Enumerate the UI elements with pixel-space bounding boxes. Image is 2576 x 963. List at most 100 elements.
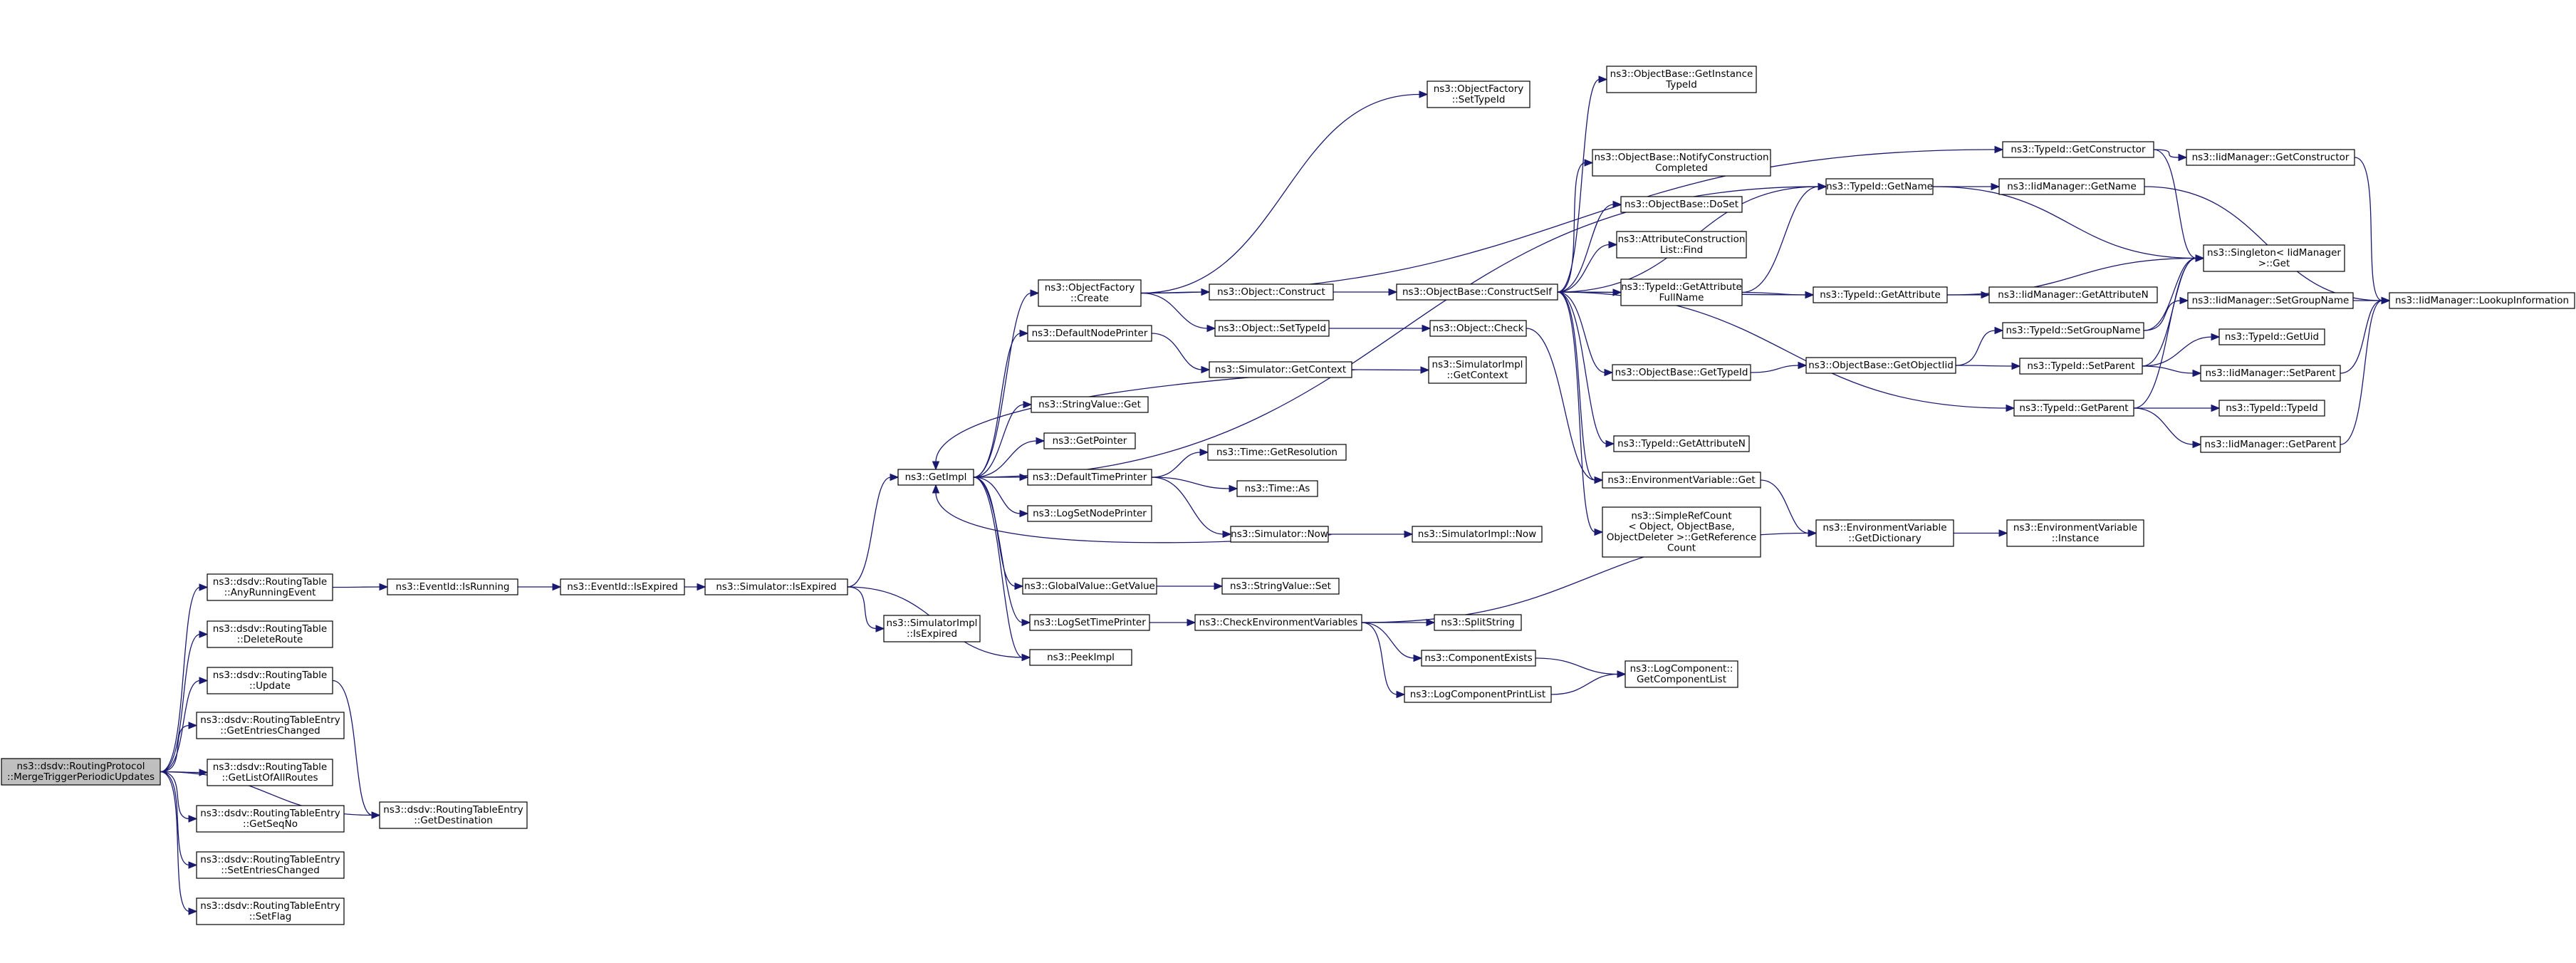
node-box[interactable] — [207, 573, 333, 601]
node-rte-getseqno[interactable]: ns3::dsdv::RoutingTableEntry::GetSeqNo — [196, 805, 345, 833]
node-simimpl-now[interactable]: ns3::SimulatorImpl::Now — [1412, 526, 1543, 543]
node-box[interactable] — [1404, 686, 1552, 703]
node-label[interactable]: ns3::dsdv::RoutingTable — [213, 761, 327, 773]
node-box[interactable] — [1625, 660, 1738, 688]
node-typeid-getattribute[interactable]: ns3::TypeId::GetAttribute — [1813, 286, 1948, 303]
node-sim-now[interactable]: ns3::Simulator::Now — [1230, 526, 1329, 543]
node-defaultnodeprinter[interactable]: ns3::DefaultNodePrinter — [1027, 325, 1152, 342]
node-box[interactable] — [1221, 578, 1340, 595]
node-label[interactable]: ns3::StringValue::Get — [1038, 399, 1141, 410]
node-box[interactable] — [1606, 66, 1757, 93]
node-box[interactable] — [2006, 519, 2144, 547]
node-objfactory-create[interactable]: ns3::ObjectFactory::Create — [1038, 279, 1142, 307]
node-box[interactable] — [1214, 320, 1330, 337]
node-label[interactable]: ns3::EnvironmentVariable — [2013, 522, 2137, 533]
node-typeid-getname[interactable]: ns3::TypeId::GetName — [1825, 178, 1934, 195]
node-eventid-isrunning[interactable]: ns3::EventId::IsRunning — [387, 578, 518, 595]
node-box[interactable] — [196, 712, 345, 739]
node-iidmanager-setgroupname[interactable]: ns3::IidManager::SetGroupName — [2187, 292, 2354, 309]
node-box[interactable] — [196, 805, 345, 833]
node-label[interactable]: ns3::ObjectBase::GetObjectIid — [1808, 360, 1954, 371]
node-rte-getentrieschanged[interactable]: ns3::dsdv::RoutingTableEntry::GetEntries… — [196, 712, 345, 739]
node-label[interactable]: ::SetTypeId — [1452, 94, 1506, 105]
node-globalvalue-getvalue[interactable]: ns3::GlobalValue::GetValue — [1022, 578, 1157, 595]
node-label[interactable]: ns3::dsdv::RoutingTableEntry — [200, 854, 340, 865]
node-label[interactable]: ns3::dsdv::RoutingTableEntry — [200, 714, 340, 726]
node-rt-deleteroute[interactable]: ns3::dsdv::RoutingTable::DeleteRoute — [207, 620, 333, 648]
node-iidmanager-getname[interactable]: ns3::IidManager::GetName — [1998, 178, 2145, 195]
node-box[interactable] — [1602, 506, 1761, 558]
node-label[interactable]: ns3::PeekImpl — [1047, 652, 1115, 663]
node-rte-setentrieschanged[interactable]: ns3::dsdv::RoutingTableEntry::SetEntries… — [196, 851, 345, 879]
node-label[interactable]: ns3::Object::Check — [1433, 323, 1524, 334]
node-label[interactable]: ::MergeTriggerPeriodicUpdates — [7, 771, 155, 783]
node-envvar-instance[interactable]: ns3::EnvironmentVariable::Instance — [2006, 519, 2144, 547]
node-time-getresolution[interactable]: ns3::Time::GetResolution — [1207, 444, 1347, 461]
node-label[interactable]: ObjectDeleter >::GetReference — [1607, 532, 1757, 543]
node-box[interactable] — [1029, 614, 1150, 631]
node-label[interactable]: ns3::ObjectBase::ConstructSelf — [1402, 286, 1553, 298]
node-box[interactable] — [2019, 358, 2143, 375]
node-label[interactable]: ns3::dsdv::RoutingTable — [213, 623, 327, 635]
node-label[interactable]: List::Find — [1660, 244, 1703, 256]
node-logcomponent-getcomponentlist[interactable]: ns3::LogComponent::GetComponentList — [1625, 660, 1738, 688]
node-label[interactable]: ns3::dsdv::RoutingTable — [213, 576, 327, 588]
node-box[interactable] — [1027, 505, 1152, 522]
node-object-construct[interactable]: ns3::Object::Construct — [1209, 283, 1334, 301]
node-label[interactable]: ns3::IidManager::LookupInformation — [2395, 295, 2569, 306]
node-box[interactable] — [2186, 149, 2355, 166]
node-typeid-getparent[interactable]: ns3::TypeId::GetParent — [2013, 400, 2134, 417]
node-label[interactable]: ns3::Object::Construct — [1217, 286, 1325, 298]
node-label[interactable]: ns3::ObjectBase::DoSet — [1625, 199, 1738, 210]
node-box[interactable] — [2013, 400, 2134, 417]
node-label[interactable]: ns3::Simulator::IsExpired — [716, 581, 836, 593]
node-envvar-get[interactable]: ns3::EnvironmentVariable::Get — [1602, 472, 1761, 489]
node-label[interactable]: ns3::Object::SetTypeId — [1218, 323, 1326, 334]
node-label[interactable]: ::AnyRunningEvent — [224, 587, 316, 598]
node-label[interactable]: ::Create — [1070, 293, 1109, 304]
node-box[interactable] — [1031, 396, 1149, 413]
node-simimpl-getcontext[interactable]: ns3::SimulatorImpl::GetContext — [1428, 356, 1527, 384]
node-label[interactable]: ns3::GlobalValue::GetValue — [1024, 581, 1155, 592]
node-envvar-getdictionary[interactable]: ns3::EnvironmentVariable::GetDictionary — [1815, 519, 1954, 547]
node-label[interactable]: ::GetDestination — [414, 815, 493, 826]
node-label[interactable]: ::SetEntriesChanged — [221, 865, 320, 876]
node-box[interactable] — [196, 851, 345, 879]
node-box[interactable] — [1194, 614, 1362, 631]
node-label[interactable]: ns3::LogSetTimePrinter — [1033, 617, 1146, 628]
node-stringvalue-get[interactable]: ns3::StringValue::Get — [1031, 396, 1149, 413]
node-getpointer[interactable]: ns3::GetPointer — [1043, 432, 1136, 449]
node-objectbase-getobjectiid[interactable]: ns3::ObjectBase::GetObjectIid — [1805, 357, 1956, 374]
node-box[interactable] — [2200, 436, 2341, 453]
node-box[interactable] — [1043, 432, 1136, 449]
node-getimpl[interactable]: ns3::GetImpl — [897, 469, 974, 486]
node-label[interactable]: ns3::StringValue::Set — [1230, 581, 1331, 592]
node-label[interactable]: ns3::SplitString — [1441, 617, 1515, 628]
node-stringvalue-set[interactable]: ns3::StringValue::Set — [1221, 578, 1340, 595]
node-splitstring[interactable]: ns3::SplitString — [1434, 614, 1522, 631]
node-box[interactable] — [1022, 578, 1157, 595]
node-box[interactable] — [1029, 649, 1132, 666]
node-label[interactable]: TypeId — [1665, 79, 1697, 90]
node-label[interactable]: ns3::Time::As — [1245, 483, 1310, 494]
node-label[interactable]: ns3::IidManager::SetParent — [2206, 368, 2336, 379]
node-box[interactable] — [1428, 356, 1527, 384]
node-label[interactable]: ns3::dsdv::RoutingTableEntry — [200, 900, 340, 912]
node-checkenvvars[interactable]: ns3::CheckEnvironmentVariables — [1194, 614, 1362, 631]
node-box[interactable] — [1592, 149, 1771, 177]
node-box[interactable] — [1, 758, 161, 786]
node-box[interactable] — [1027, 469, 1152, 486]
node-box[interactable] — [704, 578, 848, 595]
node-box[interactable] — [560, 578, 685, 595]
node-label[interactable]: ns3::Time::GetResolution — [1216, 447, 1337, 458]
node-objectbase-constructself[interactable]: ns3::ObjectBase::ConstructSelf — [1396, 283, 1558, 301]
node-box[interactable] — [883, 615, 981, 642]
node-label[interactable]: ::IsExpired — [907, 628, 957, 640]
node-label[interactable]: < Object, ObjectBase, — [1628, 521, 1734, 533]
node-label[interactable]: ::Instance — [2052, 533, 2100, 544]
node-label[interactable]: ns3::SimulatorImpl — [887, 618, 978, 629]
node-rt-getlist[interactable]: ns3::dsdv::RoutingTable::GetListOfAllRou… — [207, 759, 333, 786]
node-label[interactable]: ns3::DefaultTimePrinter — [1033, 472, 1147, 483]
node-label[interactable]: ns3::IidManager::GetParent — [2205, 439, 2337, 450]
